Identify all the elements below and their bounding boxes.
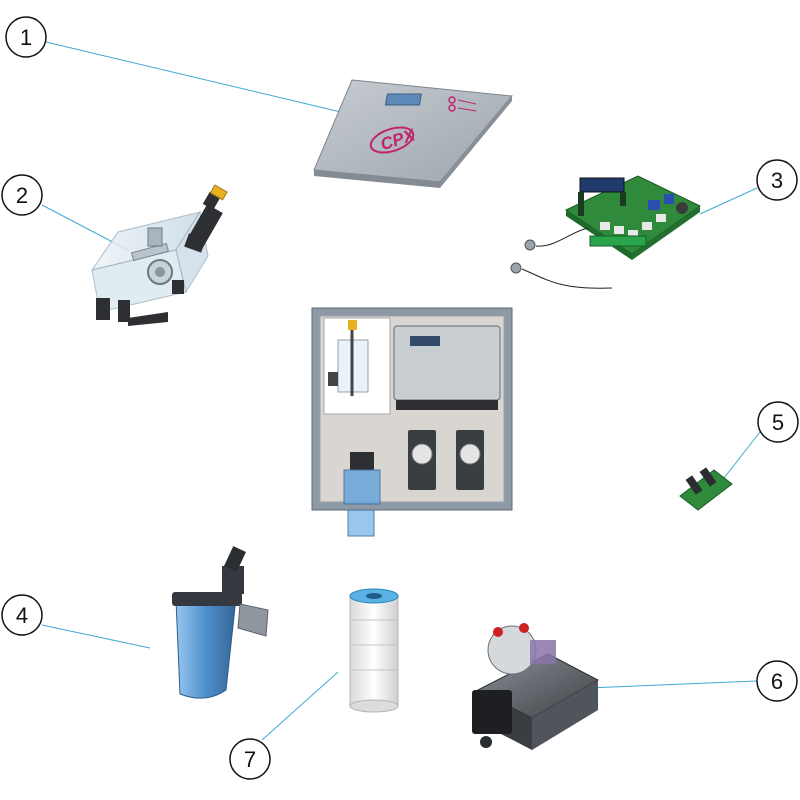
part-probe-holder <box>90 184 228 326</box>
part-filter-cartridge <box>349 588 399 713</box>
callout-7: 7 <box>229 738 271 780</box>
part-front-cover: CPX <box>313 79 513 188</box>
callout-2-label: 2 <box>16 183 28 208</box>
cover-display-window <box>384 93 423 106</box>
callout-5: 5 <box>757 401 799 443</box>
callout-3-label: 3 <box>771 168 783 193</box>
callout-4: 4 <box>1 594 43 636</box>
part-prefilter <box>172 546 269 699</box>
board-lcd-display <box>579 177 625 193</box>
cover-button-icon <box>448 96 456 104</box>
callout-2: 2 <box>1 174 43 216</box>
leader-line-5 <box>723 431 761 479</box>
callout-6: 6 <box>756 660 798 702</box>
leader-line-4 <box>41 624 151 649</box>
leader-line-1 <box>45 41 367 119</box>
cover-button-icon <box>448 104 456 112</box>
callout-3: 3 <box>756 159 798 201</box>
callout-1-label: 1 <box>20 25 32 50</box>
part-dosing-pump <box>472 623 600 750</box>
part-control-board <box>510 175 701 289</box>
leader-line-3 <box>699 187 758 215</box>
callout-7-label: 7 <box>244 747 256 772</box>
part-relay-board <box>679 467 733 511</box>
leader-line-7 <box>261 671 339 741</box>
callouts: 1 2 3 4 5 6 7 <box>1 16 799 780</box>
callout-5-label: 5 <box>772 410 784 435</box>
part-control-panel-assembly <box>311 307 513 537</box>
callout-4-label: 4 <box>16 603 28 628</box>
callout-6-label: 6 <box>771 669 783 694</box>
callout-1: 1 <box>5 16 47 58</box>
leader-lines <box>41 41 761 741</box>
